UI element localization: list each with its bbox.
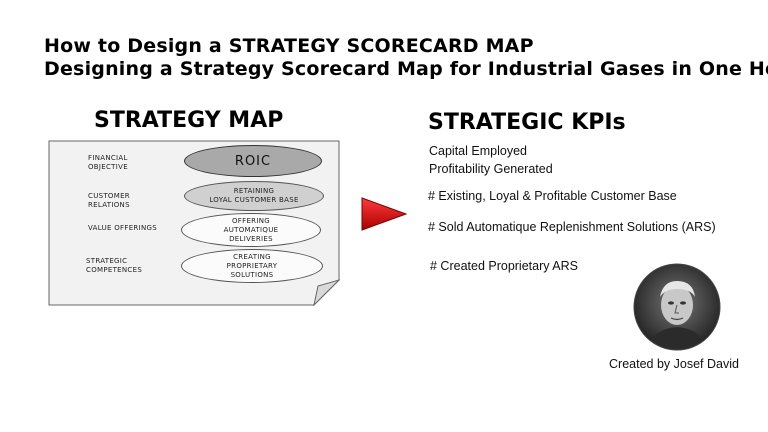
page-title: How to Design a STRATEGY SCORECARD MAP [44, 35, 534, 57]
strategic-kpis-heading: STRATEGIC KPIs [428, 110, 626, 135]
arrow-right-icon [361, 197, 408, 231]
strategy-map-heading: STRATEGY MAP [94, 108, 284, 133]
row-label-value-offerings: VALUE OFFERINGS [88, 224, 157, 232]
author-portrait [633, 263, 721, 351]
kpi-created-ars: # Created Proprietary ARS [430, 259, 578, 273]
kpi-capital-employed: Capital Employed [429, 144, 527, 158]
kpi-sold-ars: # Sold Automatique Replenishment Solutio… [428, 220, 716, 234]
kpi-customer-base: # Existing, Loyal & Profitable Customer … [428, 189, 677, 203]
page-subtitle: Designing a Strategy Scorecard Map for I… [44, 58, 768, 80]
author-credit: Created by Josef David [609, 357, 739, 371]
kpi-profitability: Profitability Generated [429, 162, 553, 176]
objective-roic: ROIC [184, 145, 322, 177]
